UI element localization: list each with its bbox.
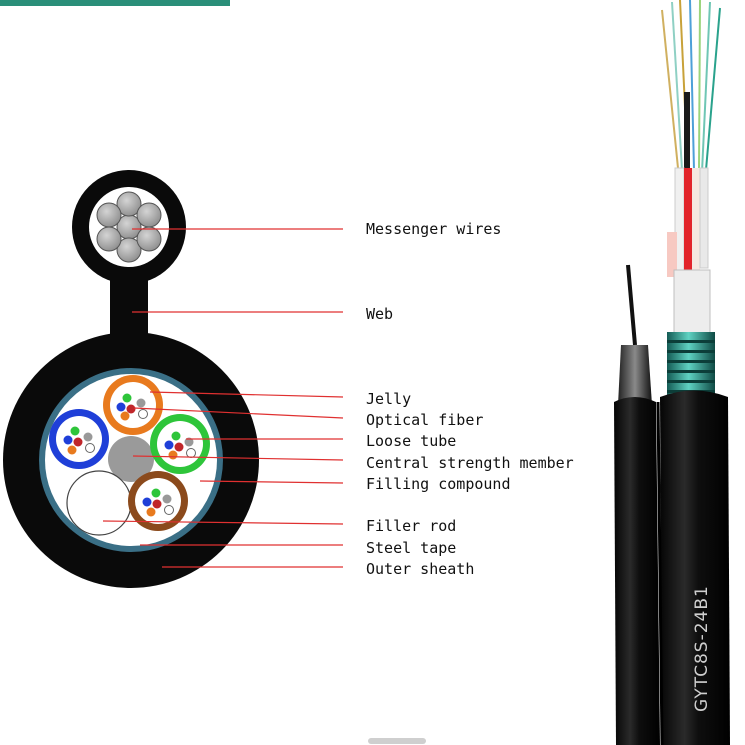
cross-section: [3, 170, 259, 588]
cable-photo: GYTC8S-24B1: [614, 0, 730, 745]
water-blocking-tape: [673, 269, 711, 337]
label-loose-tube: Loose tube: [366, 432, 456, 450]
label-outer-sheath: Outer sheath: [366, 560, 474, 578]
main-jacket: [660, 390, 730, 745]
label-steel-tape: Steel tape: [366, 539, 456, 557]
label-filler-rod: Filler rod: [366, 517, 456, 535]
leader-optical-fiber: [133, 407, 344, 419]
label-messenger-wires: Messenger wires: [366, 220, 501, 238]
leader-central-strength-member: [132, 455, 344, 461]
cable-model-print: GYTC8S-24B1: [692, 585, 712, 712]
messenger-wire-tip: [626, 264, 637, 346]
label-web: Web: [366, 305, 393, 323]
messenger-jacket: [614, 397, 660, 745]
fiber-strands: [661, 0, 721, 173]
filler-rod: [66, 470, 132, 536]
label-jelly: Jelly: [366, 390, 411, 408]
label-central-strength-member: Central strength member: [366, 454, 574, 472]
messenger-strands: [96, 191, 162, 263]
leader-filling-compound: [199, 480, 344, 484]
leader-jelly: [149, 391, 344, 398]
loose-tube-brown: [128, 471, 188, 531]
loose-tube-blue: [49, 409, 109, 469]
leader-filler-rod: [102, 520, 344, 525]
label-filling-compound: Filling compound: [366, 475, 511, 493]
leader-lines: [102, 228, 344, 568]
loose-tube-orange: [103, 375, 163, 435]
loose-tube-green: [150, 414, 210, 474]
colored-tubes: [667, 167, 709, 279]
central-strength-member: [108, 436, 154, 482]
messenger-strand-bundle: [618, 345, 652, 405]
label-optical-fiber: Optical fiber: [366, 411, 483, 429]
logo-fragment: [0, 0, 230, 6]
bottom-mark: [368, 738, 426, 744]
label-group: Messenger wires Web Jelly Optical fiber …: [366, 220, 574, 578]
